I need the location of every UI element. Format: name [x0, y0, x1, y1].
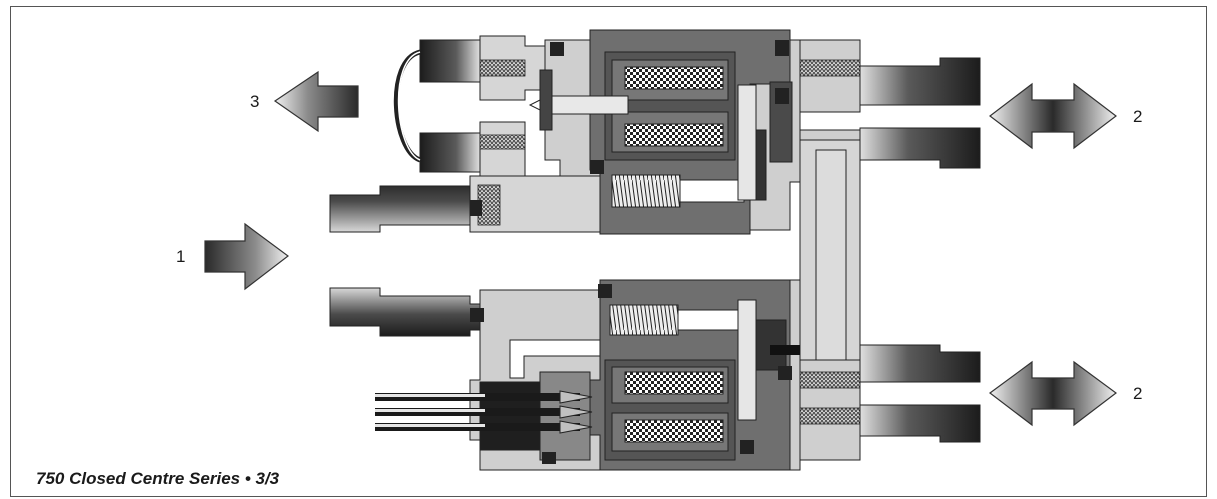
- port-label-outlet-upper: 2: [1133, 107, 1142, 126]
- outlet-lower-arrow: [988, 360, 1118, 427]
- port-label-inlet: 1: [176, 247, 185, 266]
- exhaust-arrow: [273, 70, 359, 133]
- port-label-exhaust: 3: [250, 92, 259, 111]
- upper-valve-body: [393, 29, 981, 235]
- diagram-caption: 750 Closed Centre Series • 3/3: [36, 469, 280, 488]
- diagram-border: [10, 6, 1207, 497]
- outlet-upper-arrow: [989, 82, 1117, 150]
- port-label-outlet-lower: 2: [1133, 384, 1142, 403]
- inlet-manifold: [329, 139, 861, 371]
- lower-valve-body: [375, 279, 981, 471]
- inlet-arrow: [204, 222, 289, 291]
